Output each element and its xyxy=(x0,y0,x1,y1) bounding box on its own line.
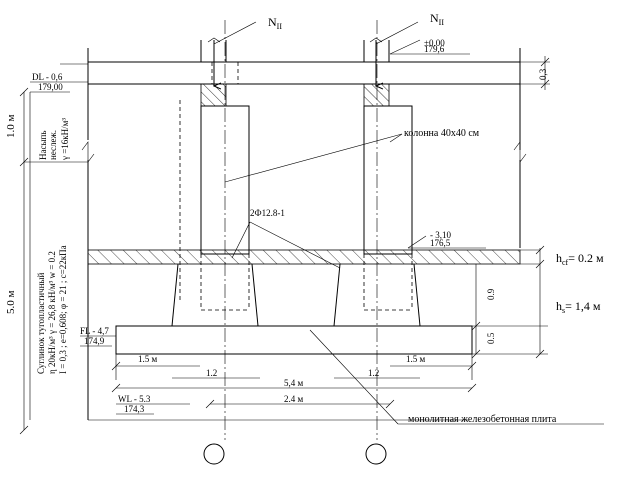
dim-left-12: 1.2 xyxy=(206,368,217,378)
svg-text:±0.00: ±0.00 xyxy=(424,38,445,48)
dim-right-15: 1.5 м xyxy=(406,354,426,364)
rebar-label: 2Ф12.8-1 xyxy=(250,208,285,218)
svg-text:179,6: 179,6 xyxy=(424,44,445,54)
svg-text:0.5: 0.5 xyxy=(486,332,496,344)
footing-right xyxy=(333,263,421,327)
slab-label: монолитная железобетонная плита xyxy=(408,414,557,425)
dim-right-12: 1.2 xyxy=(368,368,379,378)
left-depth-dims xyxy=(19,87,88,435)
svg-text:WL - 5.3: WL - 5.3 xyxy=(118,394,151,404)
footing-left xyxy=(171,263,259,327)
level-dl: DL - 0,6 179,00 xyxy=(30,72,88,93)
column-leader xyxy=(224,133,403,183)
svg-text:неслеж.: неслеж. xyxy=(48,130,58,160)
svg-text:176,5: 176,5 xyxy=(430,238,451,248)
svg-text:I = 0,3 ; e=0,608; φ = 21 ; c=: I = 0,3 ; e=0,608; φ = 21 ; c=22кПа xyxy=(58,245,68,374)
level-wl: WL - 5.3 174,3 xyxy=(116,394,190,415)
level-zero: ±0.00 179,6 xyxy=(389,38,470,55)
depth-soil-label: 5.0 м xyxy=(5,291,17,315)
dim-left-15: 1.5 м xyxy=(138,354,158,364)
soil-fill-text: Насыпь неслеж. γ =16кН/м³ xyxy=(38,118,70,161)
top-floor-slab xyxy=(60,56,550,90)
load-label-left: NII xyxy=(268,15,282,31)
svg-text:0.9: 0.9 xyxy=(486,288,496,300)
column-right xyxy=(363,40,413,311)
axis-bubble-right xyxy=(365,443,387,465)
load-label-right: NII xyxy=(430,11,444,27)
svg-text:179,00: 179,00 xyxy=(38,82,63,92)
svg-text:- 3,10: - 3,10 xyxy=(430,230,451,240)
load-arrow-right xyxy=(369,21,419,86)
bottom-dimensions xyxy=(111,354,477,409)
dim-total: 5,4 м xyxy=(284,378,304,388)
soil-loam-text: Суглинок тугопластичный η 20кН/м³ γ = 26… xyxy=(36,245,68,374)
svg-text:γ =16кН/м³: γ =16кН/м³ xyxy=(60,118,70,161)
soil-boundary xyxy=(81,48,527,421)
svg-text:FL - 4,7: FL - 4,7 xyxy=(80,326,109,336)
level-fl: FL - 4,7 174,9 xyxy=(80,326,116,347)
column-left xyxy=(200,40,250,311)
monolithic-slab xyxy=(115,325,473,355)
dim-spacing: 2.4 м xyxy=(284,394,304,404)
svg-text:174,9: 174,9 xyxy=(84,336,105,346)
svg-text:Суглинок тугопластичный: Суглинок тугопластичный xyxy=(36,273,46,374)
svg-text:DL - 0,6: DL - 0,6 xyxy=(32,72,63,82)
dims-right: 0.9 0.5 xyxy=(471,245,548,359)
svg-text:174,3: 174,3 xyxy=(124,404,145,414)
hs-label: hs= 1,4 м xyxy=(556,299,601,315)
svg-text:η 20кН/м³ γ = 26,8 кН/м³ w = 0: η 20кН/м³ γ = 26,8 кН/м³ w = 0.2 xyxy=(47,251,57,374)
depth-top-label: 1.0 м xyxy=(5,115,17,139)
column-label: колонна 40х40 см xyxy=(404,128,480,139)
svg-text:Насыпь: Насыпь xyxy=(38,131,48,160)
base-slab-layer xyxy=(87,249,540,265)
load-arrow-left xyxy=(207,21,257,86)
level-mid: - 3,10 176,5 xyxy=(407,230,486,249)
axis-bubble-left xyxy=(203,443,225,465)
slab-thickness-label: 0,3 xyxy=(538,68,548,80)
hcf-label: hcf= 0.2 м xyxy=(556,251,604,267)
